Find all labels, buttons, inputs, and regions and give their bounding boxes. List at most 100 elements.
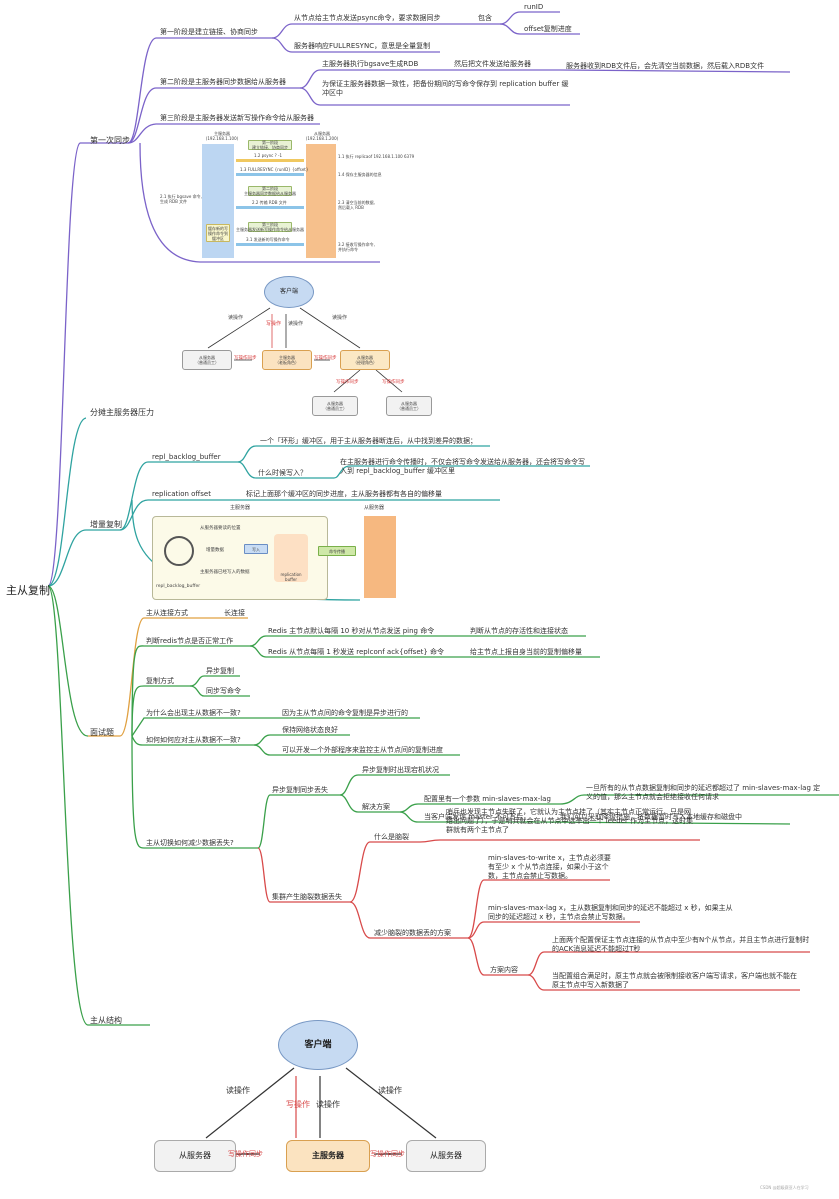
iq4: 为什么会出现主从数据不一致? (146, 709, 241, 717)
relief-sync-left: 写操作同步 (234, 356, 257, 361)
iq6-a2a-r: 一旦所有的从节点数据复制和同步的延迟都超过了 min-slaves-max-la… (586, 784, 821, 801)
iq6-a2: 解决方案 (362, 803, 390, 811)
phase1-a-item-runid: runID (524, 3, 544, 11)
iq6-a: 异步复制同步丢失 (272, 786, 328, 794)
iq6-a2b: 当客户端发现 master 不可写后 (424, 813, 524, 821)
fig-backlog: repl_backlog_buffer (156, 584, 201, 589)
seq-stage3: 第三阶段 主服务器发送新写操作命令给从服务器 (236, 222, 304, 232)
iq6-b2b: min-slaves-max-lag x，主从数据复制和同步的延迟不能超过 x … (488, 904, 733, 921)
relief-read-left: 读操作 (228, 315, 244, 321)
iq6-a1: 异步复制时出现宕机状况 (362, 766, 439, 774)
phase2-a3: 服务器收到RDB文件后，会先清空当前数据，然后载入RDB文件 (566, 62, 765, 70)
fig-read-pos: 从服务器要读的位置 (200, 526, 241, 531)
branch-first-sync: 第一次同步 (90, 136, 130, 145)
iq6-b1: 什么是脑裂 (374, 833, 409, 841)
relief-slave-b2: 从服务器 （普通员工） (386, 396, 432, 416)
relief-slave-b1: 从服务器 （普通员工） (312, 396, 358, 416)
iq6-b2a: min-slaves-to-write x，主节点必须要有至少 x 个从节点连接… (488, 854, 611, 880)
iq6-b2: 减少脑裂的数据丢的方案 (374, 929, 451, 937)
relief-client: 客户端 (264, 276, 314, 308)
phase2-b: 为保证主服务器数据一致性，把备份期间的写命令保存到 replication bu… (322, 80, 569, 97)
seq-r2: 1.4 保存主服务器的信息 (338, 172, 382, 177)
iq3-a: 异步复制 (206, 667, 234, 675)
fig-ring (164, 536, 194, 566)
relief-read-mid: 读操作 (288, 321, 304, 327)
seq-master-title: 主服务器 (192.168.1.100) (205, 131, 239, 141)
relief-sync-b2: 写操作同步 (382, 380, 405, 385)
relief-write: 写操作 (266, 321, 282, 327)
seq-arrow1 (236, 159, 304, 162)
seq-arrow3 (236, 206, 304, 209)
iq5-a: 保持网络状态良好 (282, 726, 338, 734)
seq-msg2: 1.3 FULLRESYNC {runID} {offset} (240, 167, 309, 172)
relief-diagram: 客户端 写操作 读操作 读操作 读操作 从服务器 （普通员工） 写操作同步 主服… (176, 272, 436, 424)
structure-slave-left: 从服务器 (154, 1140, 236, 1172)
root-topic: 主从复制 (6, 584, 50, 597)
structure-read-right: 读操作 (378, 1086, 402, 1095)
iq1: 主从连接方式 (146, 609, 188, 617)
structure-sync-left: 写操作同步 (228, 1150, 263, 1158)
iq6-a2a: 配置里有一个参数 min-slaves-max-lag (424, 795, 551, 803)
relief-slave-left: 从服务器 （普通员工） (182, 350, 232, 370)
iq6-b: 集群产生脑裂数据丢失 (272, 893, 342, 901)
iq6-b3b: 当配置组合满足时，原主节点就会被限制接收客户端写请求，客户端也就不能在原主节点中… (552, 972, 797, 989)
seq-arrow2 (236, 173, 304, 176)
structure-write: 写操作 (286, 1100, 310, 1109)
inc-backlog-when: 什么时候写入？ (258, 469, 307, 477)
inc-offset: replication offset (152, 490, 211, 498)
iq3: 复制方式 (146, 677, 174, 685)
iq6-b1-r: 哨兵也发现主节点失联了，它就认为主节点挂了（其实主节点正常运行，只是网络出问题了… (446, 808, 694, 834)
structure-arrows (205, 1067, 437, 1155)
branch-structure: 主从结构 (90, 1016, 122, 1025)
fig-written: 主服务器已经写入的数据 (200, 570, 250, 575)
seq-msg1: 1.2 psync ? -1 (254, 153, 283, 158)
iq4-a: 因为主从节点间的命令复制是异步进行的 (282, 709, 408, 717)
seq-stage2: 第二阶段 主服务器同步数据给从服务器 (244, 186, 296, 196)
relief-sync-right: 写操作同步 (314, 356, 337, 361)
phase1-a: 从节点给主节点发送psync命令，要求数据同步 (294, 14, 441, 22)
seq-left1: 2.1 执行 bgsave 命令, 生成 RDB 文件 (160, 194, 202, 204)
structure-diagram: 客户端 读操作 写操作 读操作 读操作 从服务器 写操作同步 主服务器 写操作同… (140, 1018, 500, 1178)
iq1-a: 长连接 (224, 609, 245, 617)
seq-msg4: 3.1 发送新的写操作命令 (246, 237, 290, 242)
phase1-b: 服务器响应FULLRESYNC，意思是全量复制 (294, 42, 431, 50)
relief-master: 主服务器 （老板角色） (262, 350, 312, 370)
phase1-a-tag: 包含 (478, 14, 492, 22)
fig-slave-block (364, 516, 396, 598)
iq6-a2b-r: 我们可以采取降级措施，将数据暂时写入本地缓存和磁盘中 (560, 813, 742, 821)
structure-read-mid: 读操作 (316, 1100, 340, 1109)
iq2: 判断redis节点是否正常工作 (146, 637, 234, 645)
relief-arrows (207, 307, 403, 393)
branch-interview: 面试题 (90, 728, 114, 737)
iq2-b: Redis 从节点每隔 1 秒发送 replconf ack{offset} 命… (268, 648, 445, 656)
iq6: 主从切换如何减少数据丢失? (146, 839, 234, 847)
relief-sync-b1: 写操作同步 (336, 380, 359, 385)
inc-backlog: repl_backlog_buffer (152, 453, 221, 461)
fig-master-title: 主服务器 (230, 505, 251, 511)
structure-client: 客户端 (278, 1020, 358, 1070)
fig-write-arrow: 写入 (244, 544, 268, 554)
structure-slave-right: 从服务器 (406, 1140, 486, 1172)
iq5-b: 可以开发一个外部程序来监控主从节点间的复制进度 (282, 746, 443, 754)
structure-read-left: 读操作 (226, 1086, 250, 1095)
inc-offset-a: 标记上面那个缓冲区的同步进度，主从服务器都有各自的偏移量 (246, 490, 442, 498)
seq-msg3: 2.2 传输 RDB 文件 (252, 200, 287, 205)
inc-backlog-a: 一个「环形」缓冲区，用于主从服务器断连后，从中找到差异的数据； (260, 437, 477, 445)
inc-backlog-b: 在主服务器进行命令传播时，不仅会将写命令发送给从服务器，还会将写命令写入到 re… (340, 458, 585, 475)
watermark: CSDN @超级赛亚人在学习 (760, 1185, 809, 1190)
iq2-a-r: 判断从节点的存活性和连接状态 (470, 627, 568, 635)
structure-sync-right: 写操作同步 (370, 1150, 405, 1158)
seq-slave-title: 从服务器 (192.168.1.200) (305, 131, 339, 141)
relief-read-right: 读操作 (332, 315, 348, 321)
phase1-label: 第一阶段是建立链接、协商同步 (160, 28, 258, 36)
relief-slave-mid: 从服务器 （经理角色） (340, 350, 390, 370)
sequence-figure: 主服务器 (192.168.1.100) 从服务器 (192.168.1.200… (160, 130, 414, 258)
branch-incremental: 增量复制 (90, 520, 122, 529)
iq2-a: Redis 主节点默认每隔 10 秒对从节点发送 ping 命令 (268, 627, 435, 635)
phase2-label: 第二阶段是主服务器同步数据给从服务器 (160, 78, 286, 86)
phase2-a2: 然后把文件发送给服务器 (454, 60, 531, 68)
fig-prop-arrow: 命令传播 (318, 546, 356, 556)
seq-r4: 3.2 接收写操作命令, 并执行命令 (338, 242, 375, 252)
fig-slave-title: 从服务器 (364, 505, 385, 511)
